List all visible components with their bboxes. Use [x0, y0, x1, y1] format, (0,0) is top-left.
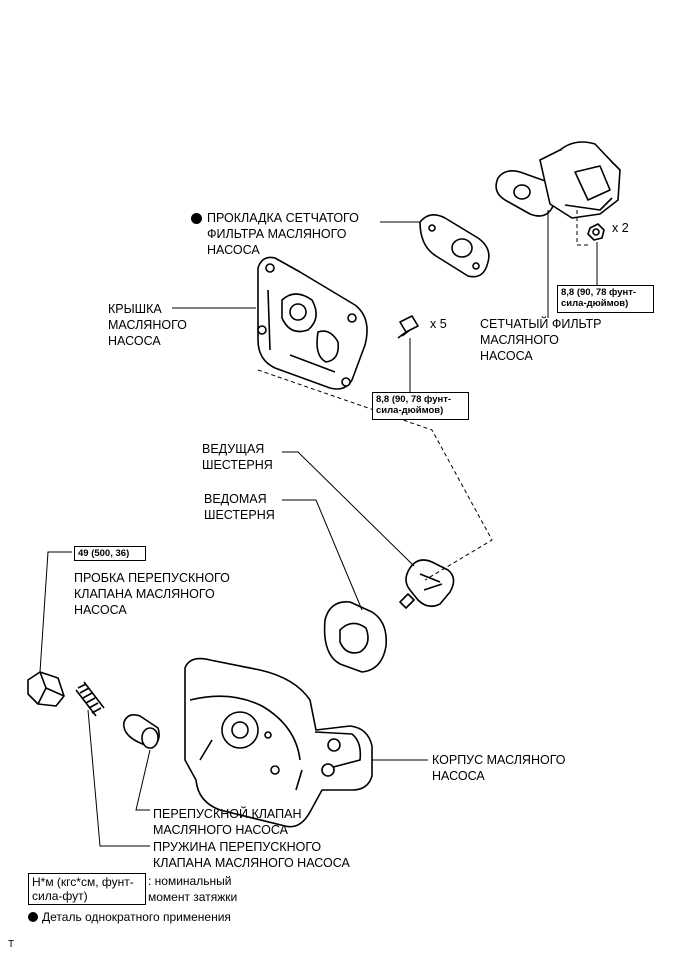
- gasket-drawing: [419, 214, 490, 278]
- pump-cover-drawing: [257, 256, 368, 390]
- relief-plug-drawing: [27, 671, 65, 707]
- driven-gear-drawing: [323, 601, 388, 673]
- label-gasket: ПРОКЛАДКА СЕТЧАТОГО ФИЛЬТРА МАСЛЯНОГО НА…: [207, 211, 359, 257]
- legend-torque-desc: : номинальный момент затяжки: [148, 874, 238, 904]
- strainer-drawing: [495, 141, 621, 219]
- label-strainer: СЕТЧАТЫЙ ФИЛЬТР МАСЛЯНОГО НАСОСА: [480, 317, 602, 363]
- legend-non-reusable-text: Деталь однократного применения: [42, 910, 231, 924]
- cover-bolt-drawing: [397, 315, 419, 339]
- pump-body-drawing: [184, 657, 373, 828]
- corner-mark: T: [8, 939, 15, 950]
- torque-strainer-nut: 8,8 (90, 78 фунт- сила-дюймов): [557, 285, 654, 313]
- relief-valve-drawing: [122, 714, 160, 749]
- legend-torque-box: Н*м (кгс*см, фунт- сила-фут): [28, 873, 146, 905]
- label-drive-gear: ВЕДУЩАЯ ШЕСТЕРНЯ: [202, 442, 273, 472]
- label-driven-gear: ВЕДОМАЯ ШЕСТЕРНЯ: [204, 492, 275, 522]
- label-relief-valve: ПЕРЕПУСКНОЙ КЛАПАН МАСЛЯНОГО НАСОСА: [153, 807, 302, 837]
- label-relief-plug: ПРОБКА ПЕРЕПУСКНОГО КЛАПАНА МАСЛЯНОГО НА…: [74, 571, 230, 617]
- torque-relief-plug: 49 (500, 36): [74, 546, 146, 561]
- non-reusable-bullet-gasket: [191, 213, 202, 224]
- torque-cover-bolt: 8,8 (90, 78 фунт- сила-дюймов): [372, 392, 469, 420]
- legend-non-reusable-bullet: [28, 912, 38, 922]
- relief-spring-drawing: [75, 681, 105, 717]
- qty-bolt: x 5: [430, 317, 447, 331]
- qty-nut: x 2: [612, 221, 629, 235]
- drive-gear-drawing: [399, 559, 455, 609]
- label-pump-cover: КРЫШКА МАСЛЯНОГО НАСОСА: [108, 302, 187, 348]
- strainer-nut-drawing: [587, 223, 605, 241]
- label-pump-body: КОРПУС МАСЛЯНОГО НАСОСА: [432, 753, 566, 783]
- label-relief-spring: ПРУЖИНА ПЕРЕПУСКНОГО КЛАПАНА МАСЛЯНОГО Н…: [153, 840, 350, 870]
